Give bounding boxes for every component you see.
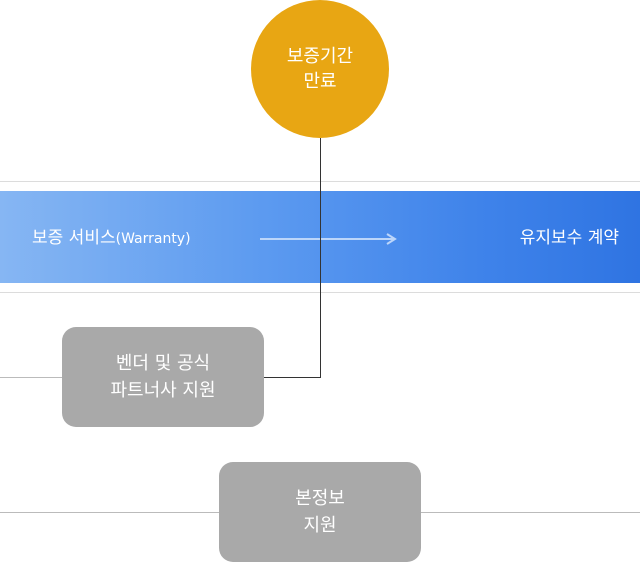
vendor-line-2: 파트너사 지원 <box>110 380 216 401</box>
right-arrow-icon <box>260 233 397 245</box>
maintenance-contract-label: 유지보수 계약 <box>519 228 619 248</box>
expiry-line-1: 보증기간 <box>286 46 354 67</box>
vendor-support-box: 벤더 및 공식 파트너사 지원 <box>62 327 264 427</box>
connector-vertical-line <box>320 138 321 378</box>
vendor-line-1: 벤더 및 공식 <box>115 353 211 374</box>
hq-right-line <box>421 512 640 513</box>
vendor-left-line <box>0 377 62 378</box>
hq-line-2: 지원 <box>303 515 337 536</box>
warranty-expiry-circle: 보증기간 만료 <box>251 0 389 138</box>
expiry-line-2: 만료 <box>303 71 337 92</box>
hq-support-box: 본정보 지원 <box>219 462 421 562</box>
hq-left-line <box>0 512 219 513</box>
warranty-paren-text: (Warranty) <box>115 231 191 247</box>
connector-horizontal-line <box>264 377 321 378</box>
hq-line-1: 본정보 <box>295 488 345 509</box>
warranty-service-label: 보증 서비스(Warranty) <box>32 226 191 251</box>
warranty-service-text: 보증 서비스 <box>32 228 116 248</box>
